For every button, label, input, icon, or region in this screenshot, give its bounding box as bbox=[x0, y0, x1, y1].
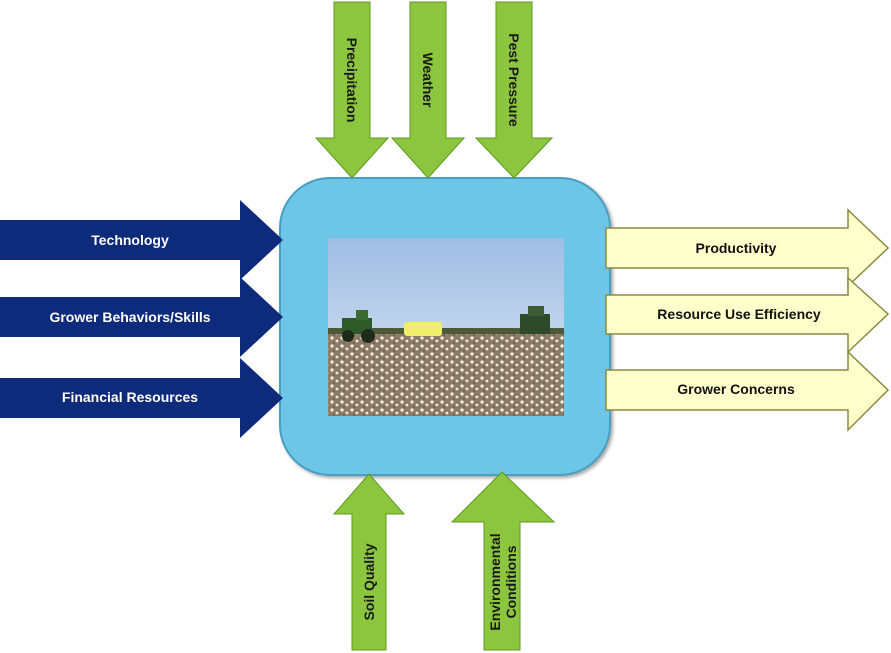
financial-resources-arrow bbox=[0, 358, 283, 438]
pest-pressure-arrow bbox=[474, 1, 554, 179]
grower-behaviors-label: Grower Behaviors/Skills bbox=[49, 309, 210, 325]
cotton-field-photo bbox=[328, 238, 564, 416]
precipitation-arrow bbox=[314, 1, 390, 179]
output-arrows-right bbox=[605, 208, 890, 432]
weather-label: Weather bbox=[420, 53, 436, 109]
productivity-arrow bbox=[605, 208, 890, 288]
environmental-label: Environmental bbox=[487, 533, 503, 630]
input-arrows-bottom bbox=[332, 471, 556, 651]
grower-behaviors-arrow bbox=[0, 277, 283, 357]
weather-arrow bbox=[390, 1, 466, 179]
soil-quality-arrow bbox=[332, 473, 406, 651]
input-arrows-left bbox=[0, 200, 283, 438]
grower-concerns-label: Grower Concerns bbox=[677, 381, 795, 397]
resource-use-efficiency-arrow bbox=[605, 276, 890, 354]
grower-concerns-arrow bbox=[605, 350, 890, 432]
resource-use-efficiency-label: Resource Use Efficiency bbox=[657, 306, 821, 322]
environmental-conditions-arrow bbox=[450, 471, 556, 651]
financial-resources-label: Financial Resources bbox=[62, 389, 198, 405]
pest-pressure-label: Pest Pressure bbox=[506, 33, 522, 127]
input-arrows-top bbox=[314, 1, 554, 179]
precipitation-label: Precipitation bbox=[344, 38, 360, 123]
technology-label: Technology bbox=[91, 232, 169, 248]
conditions-label: Conditions bbox=[503, 545, 519, 618]
productivity-label: Productivity bbox=[696, 240, 777, 256]
technology-arrow bbox=[0, 200, 283, 280]
soil-quality-label: Soil Quality bbox=[361, 543, 377, 620]
